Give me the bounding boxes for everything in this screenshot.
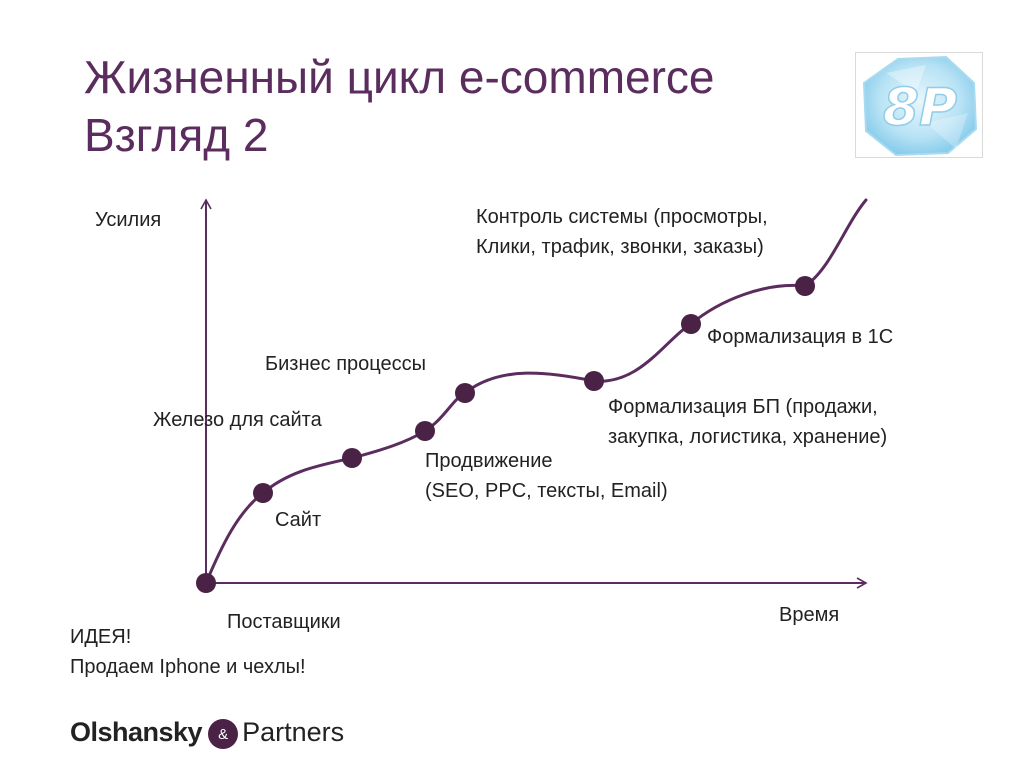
milestone-label-bp-formalization: Формализация БП (продажи, закупка, логис… <box>608 392 887 452</box>
milestone-label-hardware: Железо для сайта <box>153 409 322 431</box>
milestone-dot-1c-formalization <box>681 314 701 334</box>
milestone-dot-hardware <box>342 448 362 468</box>
bp-formalization-line-1: Формализация БП (продажи, <box>608 396 878 418</box>
system-control-line-2: Клики, трафик, звонки, заказы) <box>476 236 764 258</box>
promotion-line-2: (SEO, PPC, тексты, Email) <box>425 480 668 502</box>
title-line-2: Взгляд 2 <box>84 109 269 161</box>
logo-octagon-shape <box>862 55 978 157</box>
milestone-dot-site <box>253 483 273 503</box>
milestone-label-promotion: Продвижение (SEO, PPC, тексты, Email) <box>425 446 668 506</box>
idea-line-2: Продаем Iphone и чехлы! <box>70 656 306 678</box>
brand-name-regular: Partners <box>242 716 345 747</box>
milestone-label-suppliers: Поставщики <box>227 611 341 633</box>
brand-name-bold: Olshansky <box>70 716 203 747</box>
title-line-1: Жизненный цикл e-commerce <box>84 51 715 103</box>
footer-brand-logo: Olshansky & Partners <box>70 712 344 752</box>
idea-note: ИДЕЯ! Продаем Iphone и чехлы! <box>70 622 306 682</box>
milestone-label-business-processes: Бизнес процессы <box>265 353 426 375</box>
slide-title: Жизненный цикл e-commerce Взгляд 2 <box>84 48 844 164</box>
8p-logo: 8P <box>855 52 983 158</box>
milestone-dot-bp-formalization <box>584 371 604 391</box>
y-axis-label: Усилия <box>95 209 162 231</box>
milestone-label-1c-formalization: Формализация в 1С <box>707 326 894 348</box>
milestone-label-system-control: Контроль системы (просмотры, Клики, траф… <box>476 202 768 262</box>
ampersand-badge: & <box>208 719 239 749</box>
bp-formalization-line-2: закупка, логистика, хранение) <box>608 426 888 448</box>
idea-line-1: ИДЕЯ! <box>70 626 132 648</box>
milestone-dot-business-processes <box>455 383 475 403</box>
x-axis-label: Время <box>779 604 840 626</box>
milestone-dot-suppliers <box>196 573 216 593</box>
milestone-dot-promotion <box>415 421 435 441</box>
system-control-line-1: Контроль системы (просмотры, <box>476 206 768 228</box>
8p-logo-graphic: 8P <box>862 55 978 157</box>
logo-text: 8P <box>883 78 957 138</box>
milestone-dot-system-control <box>795 276 815 296</box>
lifecycle-curve <box>204 198 868 585</box>
milestone-label-site: Сайт <box>275 509 322 531</box>
promotion-line-1: Продвижение <box>425 450 553 472</box>
